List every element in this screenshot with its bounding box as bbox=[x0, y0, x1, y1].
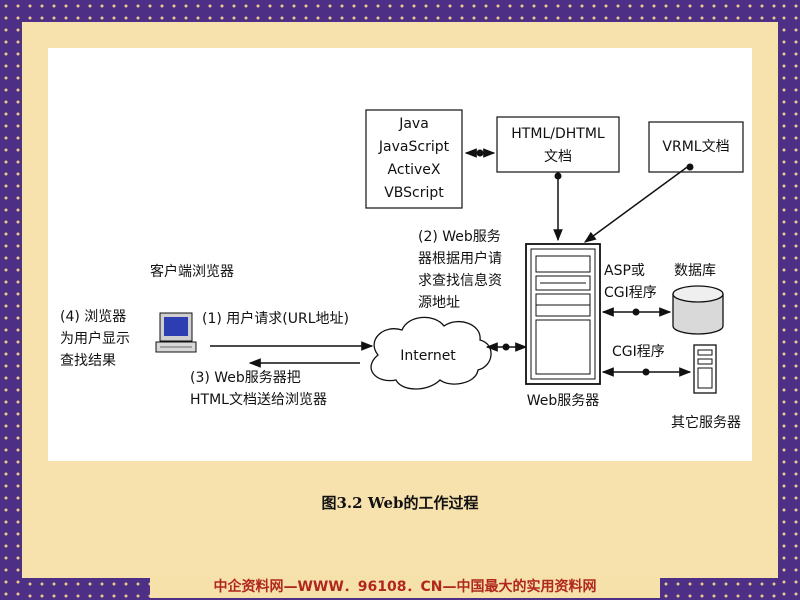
client-computer-icon bbox=[155, 312, 197, 353]
other-servers-label: 其它服务器 bbox=[671, 414, 741, 431]
step2-line-3: 求查找信息资 bbox=[418, 272, 502, 289]
connector-dot bbox=[554, 172, 562, 180]
database-label: 数据库 bbox=[674, 263, 716, 279]
internet-label: Internet bbox=[400, 348, 456, 364]
step4-line-1: (4) 浏览器 bbox=[60, 309, 126, 325]
step3-line-2: HTML文档送给浏览器 bbox=[190, 392, 327, 408]
connector-dot bbox=[476, 149, 484, 157]
decorative-border-top bbox=[0, 0, 800, 22]
step2-line-2: 器根据用户请 bbox=[418, 250, 502, 267]
step4-line-2: 为用户显示 bbox=[60, 330, 130, 347]
other-server-icon bbox=[693, 344, 717, 394]
figure-caption: 图3.2 Web的工作过程 bbox=[321, 494, 479, 512]
web-server-label: Web服务器 bbox=[527, 393, 600, 409]
database-icon bbox=[672, 285, 724, 335]
connector-dot bbox=[642, 368, 650, 376]
vrml-box-label: VRML文档 bbox=[662, 139, 729, 155]
connector-dot bbox=[632, 308, 640, 316]
html-box-line-1: HTML/DHTML bbox=[511, 126, 605, 142]
connector-dot bbox=[686, 163, 694, 171]
client-browser-label: 客户端浏览器 bbox=[150, 263, 234, 280]
tech-box-line-4: VBScript bbox=[384, 185, 444, 201]
decorative-border-left bbox=[0, 0, 22, 600]
connector-dot bbox=[502, 343, 510, 351]
step2-line-4: 源地址 bbox=[418, 295, 460, 311]
asp-label-line-1: ASP或 bbox=[604, 263, 645, 279]
tech-box-line-1: Java bbox=[398, 116, 429, 132]
step1-label: (1) 用户请求(URL地址) bbox=[202, 310, 349, 327]
step2-line-1: (2) Web服务 bbox=[418, 229, 501, 245]
web-server-icon bbox=[525, 243, 601, 385]
cgi-label: CGI程序 bbox=[612, 344, 665, 360]
asp-label-line-2: CGI程序 bbox=[604, 285, 657, 301]
footer-watermark: 中企资料网—WWW．96108．CN—中国最大的实用资料网 bbox=[150, 576, 660, 598]
tech-box bbox=[365, 109, 463, 209]
step3-line-1: (3) Web服务器把 bbox=[190, 370, 301, 386]
html-box-line-2: 文档 bbox=[544, 149, 572, 165]
html-document-box bbox=[496, 116, 620, 173]
decorative-border-right bbox=[778, 0, 800, 600]
internet-cloud bbox=[370, 316, 492, 390]
tech-box-line-3: ActiveX bbox=[388, 162, 441, 178]
vrml-to-server-arrow bbox=[584, 164, 691, 243]
tech-box-line-2: JavaScript bbox=[378, 139, 450, 155]
step4-line-3: 查找结果 bbox=[60, 353, 116, 369]
vrml-document-box bbox=[648, 121, 744, 173]
